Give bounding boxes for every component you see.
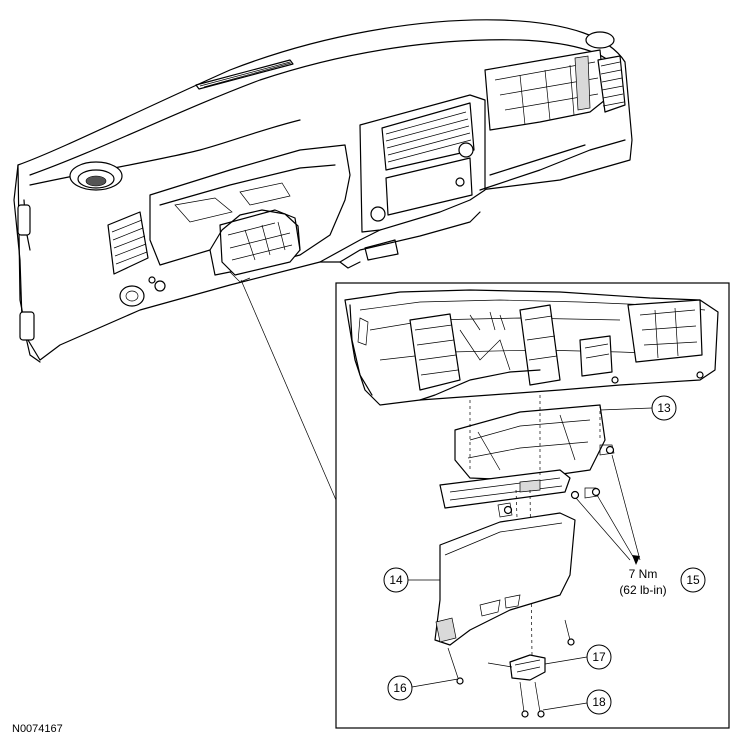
detail-leader-line <box>240 279 337 501</box>
callout-17: 17 <box>586 644 612 670</box>
svg-text:16: 16 <box>393 681 407 695</box>
callout-15: 15 <box>680 567 706 593</box>
torque-spec-imperial: (62 lb-in) <box>619 583 666 597</box>
svg-text:15: 15 <box>686 573 700 587</box>
instrument-panel-overview <box>13 19 633 363</box>
callout-14: 14 <box>383 567 409 593</box>
svg-text:17: 17 <box>592 650 606 664</box>
svg-text:14: 14 <box>389 573 403 587</box>
figure-id-label: N0074167 <box>12 723 63 735</box>
instrument-panel-trim <box>434 512 576 646</box>
svg-text:13: 13 <box>657 401 671 415</box>
svg-text:18: 18 <box>592 695 606 709</box>
detail-view <box>344 289 719 718</box>
knee-bolster-bracket <box>454 404 606 481</box>
callout-18: 18 <box>586 689 612 715</box>
torque-spec-metric: 7 Nm <box>629 567 658 581</box>
retainer-clip <box>509 654 546 681</box>
callout-16: 16 <box>387 675 413 701</box>
callout-13: 13 <box>651 395 677 421</box>
